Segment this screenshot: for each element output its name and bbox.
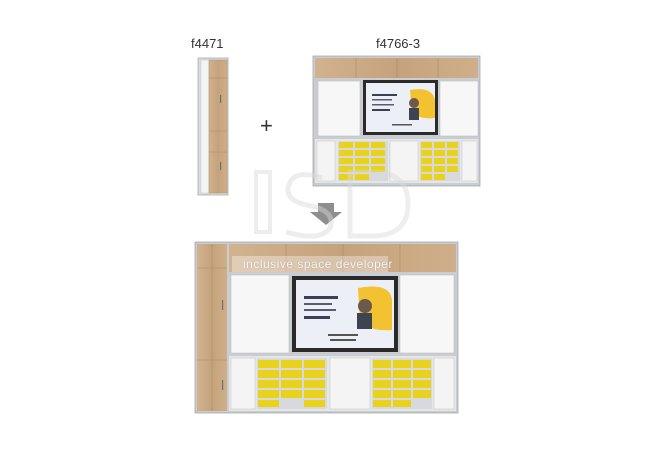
module-label-right: f4766-3 <box>376 36 421 51</box>
plus-sign: + <box>260 113 273 138</box>
combined-wall <box>194 241 459 414</box>
tray-group-small-right <box>420 141 460 181</box>
watermark-tagline: inclusive space developer <box>243 257 393 271</box>
module-f4766-3 <box>312 55 481 187</box>
isd-watermark-logo <box>254 169 411 239</box>
module-f4471 <box>197 57 229 196</box>
tray-group-small-left <box>338 141 388 181</box>
module-label-left: f4471 <box>191 36 224 51</box>
arrow-down-icon <box>310 203 342 225</box>
watermark-band <box>232 256 388 272</box>
tray-group-large-right <box>372 358 432 409</box>
tray-group-large-left <box>257 358 327 409</box>
